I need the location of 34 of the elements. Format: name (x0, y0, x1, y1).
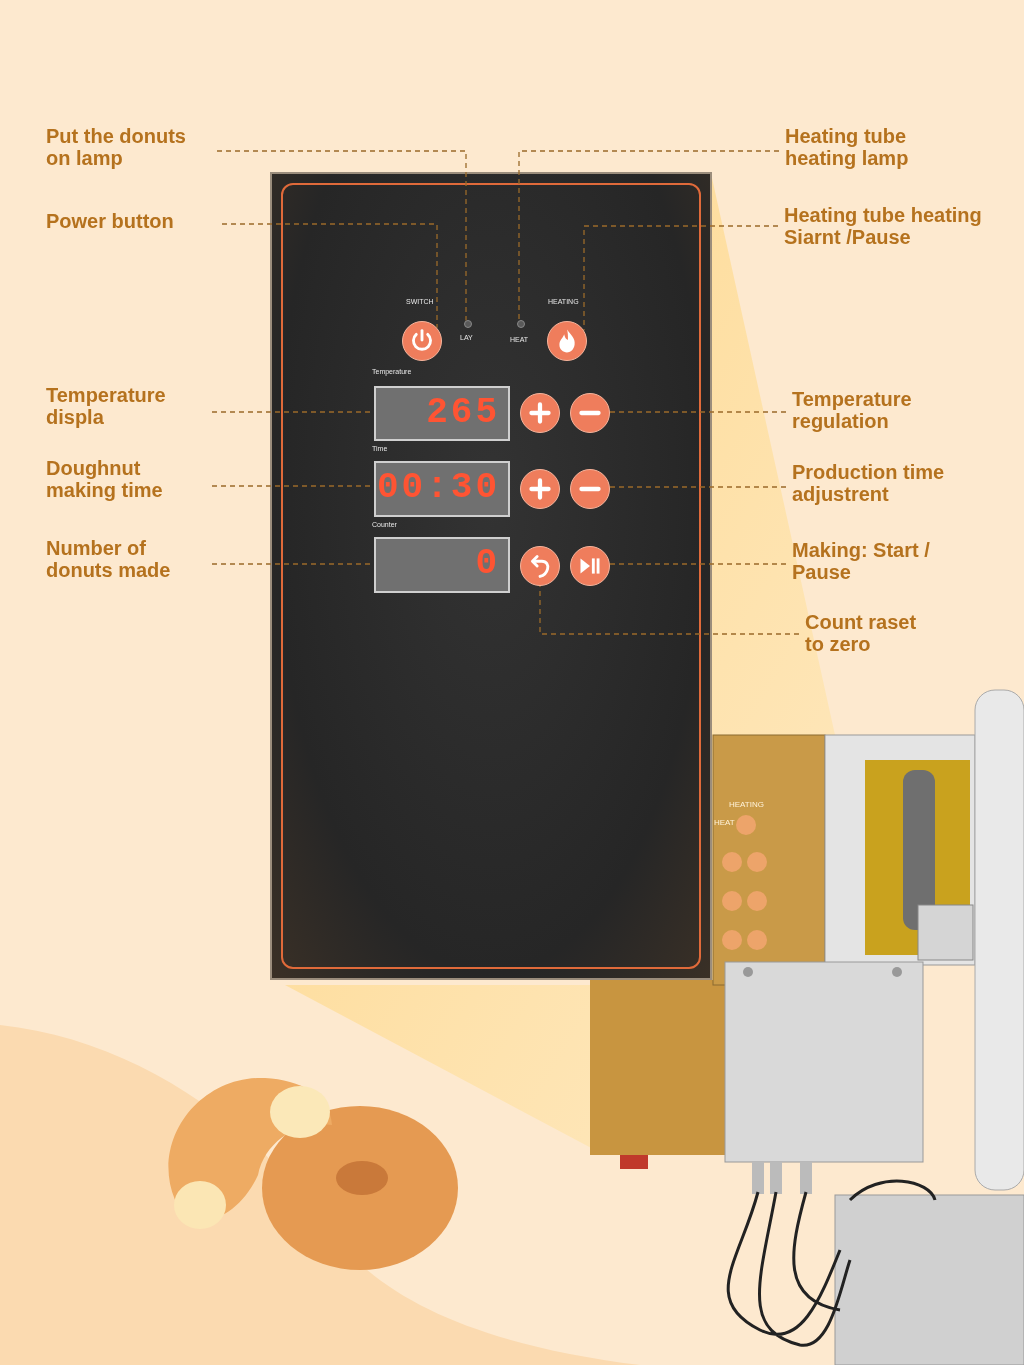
plus-button (520, 393, 560, 433)
callout-text: Doughnut making time (46, 458, 206, 502)
indicator-lamp (464, 320, 472, 328)
play-pause-button (570, 546, 610, 586)
plus-button (520, 469, 560, 509)
leader-line (539, 585, 800, 635)
callout-text: Heating tube heating Siarnt /Pause (784, 205, 1014, 249)
panel-label: HEATING (729, 800, 764, 809)
callout-text: Number of donuts made (46, 538, 206, 582)
leader-line (221, 223, 438, 329)
leader-line (216, 150, 467, 322)
callout-text: Power button (46, 211, 216, 233)
minus-button (570, 469, 610, 509)
minus-button (570, 393, 610, 433)
power-button (402, 321, 442, 361)
leader-line (609, 411, 787, 413)
callout-text: Making: Start / Pause (792, 540, 972, 584)
heating-button (547, 321, 587, 361)
indicator-lamp (517, 320, 525, 328)
callout-text: Temperature regulation (792, 389, 952, 433)
callout-text: Temperature displa (46, 385, 206, 429)
callout-text: Put the donuts on lamp (46, 126, 211, 170)
led-display: 00:30 (374, 461, 510, 517)
leader-line (518, 150, 780, 322)
callout-text: Production time adjustrent (792, 462, 982, 506)
leader-line (583, 225, 779, 332)
leader-line (609, 563, 787, 565)
led-display: 0 (374, 537, 510, 593)
panel-label: HEAT (714, 818, 735, 827)
callout-text: Heating tube heating lamp (785, 126, 945, 170)
led-display: 265 (374, 386, 510, 441)
reset-button (520, 546, 560, 586)
leader-line (609, 486, 787, 488)
callout-text: Count raset to zero (805, 612, 930, 656)
